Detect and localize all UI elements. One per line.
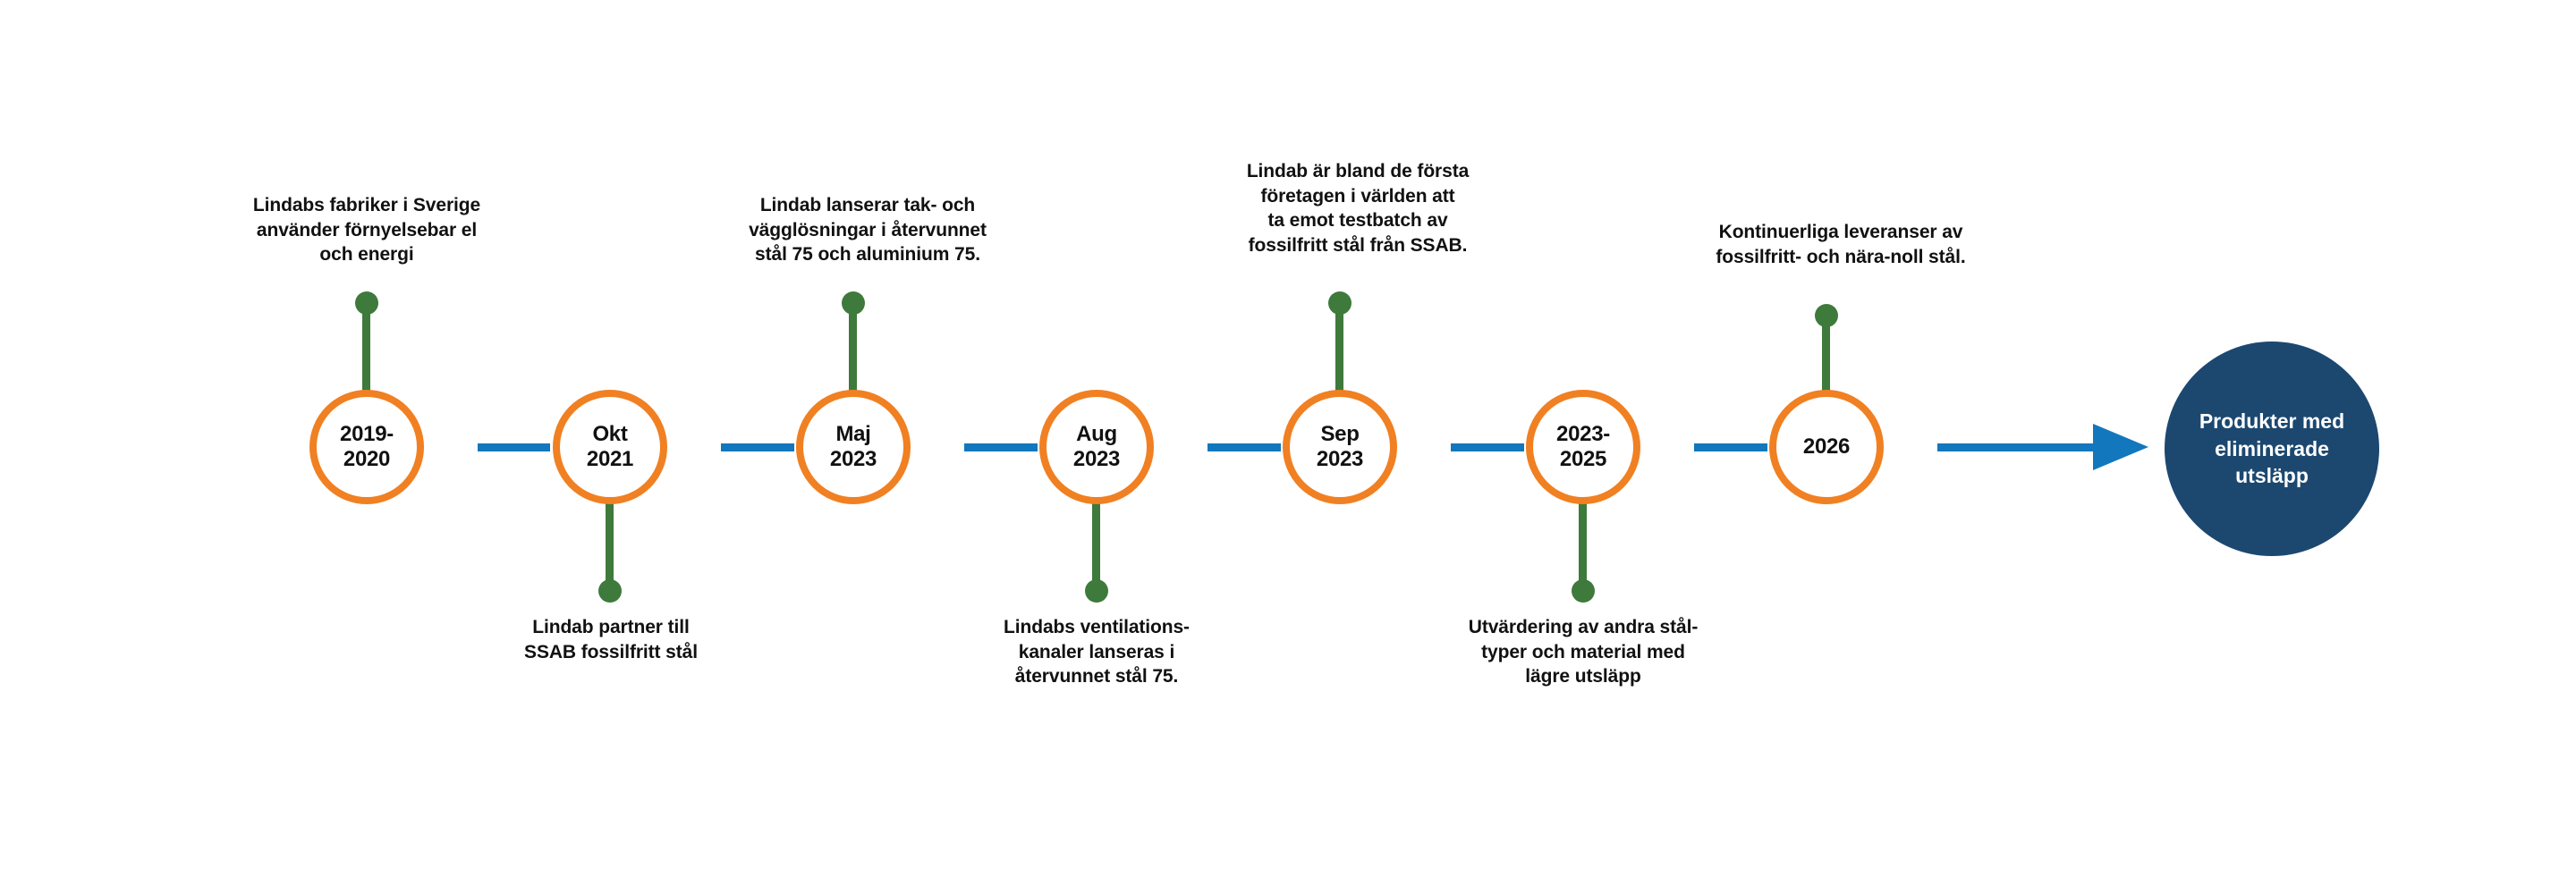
milestone-node-sep-2023[interactable]: Sep 2023 — [1283, 390, 1397, 504]
axis-segment-1 — [478, 443, 550, 451]
milestone-caption-okt-2021: Lindab partner till SSAB fossilfritt stå… — [409, 615, 813, 664]
caption-line: företagen i världen att — [1260, 185, 1455, 207]
caption-line: vägglösningar i återvunnet — [749, 219, 987, 240]
axis-segment-4 — [1208, 443, 1281, 451]
stem-aug-2023 — [1092, 497, 1100, 590]
node-label-line: 2026 — [1802, 434, 1851, 459]
stem-okt-2021 — [606, 497, 614, 590]
caption-line: ta emot testbatch av — [1267, 210, 1448, 232]
node-label-line: Sep — [1320, 421, 1360, 446]
stem-dot-2023-2025 — [1572, 579, 1595, 603]
milestone-caption-sep-2023: Lindab är bland de första företagen i vä… — [1134, 159, 1581, 258]
caption-line: Lindabs ventilations- — [1004, 617, 1190, 637]
milestone-node-2023-2025[interactable]: 2023- 2025 — [1526, 390, 1640, 504]
milestone-caption-maj-2023: Lindab lanserar tak- och vägglösningar i… — [644, 193, 1091, 267]
goal-label-line: utsläpp — [2235, 464, 2309, 488]
milestone-node-maj-2023[interactable]: Maj 2023 — [796, 390, 911, 504]
node-label-line: 2025 — [1559, 447, 1607, 471]
milestone-caption-aug-2023: Lindabs ventilations- kanaler lanseras i… — [894, 615, 1299, 689]
node-label-line: 2023 — [1072, 447, 1121, 471]
caption-line: lägre utsläpp — [1525, 666, 1641, 687]
stem-dot-aug-2023 — [1085, 579, 1108, 603]
stem-maj-2023 — [849, 302, 857, 397]
milestone-node-2019-2020[interactable]: 2019- 2020 — [309, 390, 424, 504]
caption-line: återvunnet stål 75. — [1014, 666, 1179, 687]
milestone-node-aug-2023[interactable]: Aug 2023 — [1039, 390, 1154, 504]
goal-bubble[interactable]: Produkter med eliminerade utsläpp — [2165, 342, 2379, 556]
node-label-line: 2021 — [586, 447, 634, 471]
caption-line: fossilfritt- och nära-noll stål. — [1716, 246, 1966, 267]
stem-dot-2026 — [1815, 304, 1838, 327]
stem-2023-2025 — [1579, 497, 1587, 590]
caption-line: typer och material med — [1481, 641, 1685, 662]
axis-segment-7 — [1937, 443, 2104, 451]
caption-line: kanaler lanseras i — [1018, 641, 1175, 662]
milestone-caption-2019-2020: Lindabs fabriker i Sverige använder förn… — [161, 193, 572, 267]
axis-segment-2 — [721, 443, 794, 451]
milestone-node-2026[interactable]: 2026 — [1769, 390, 1884, 504]
milestone-node-okt-2021[interactable]: Okt 2021 — [553, 390, 667, 504]
milestone-caption-2026: Kontinuerliga leveranser av fossilfritt-… — [1617, 220, 2064, 269]
caption-line: och energi — [319, 244, 414, 266]
caption-line: Lindab är bland de första — [1246, 161, 1470, 181]
caption-line: Utvärdering av andra stål- — [1468, 617, 1699, 637]
milestone-caption-2023-2025: Utvärdering av andra stål- typer och mat… — [1381, 615, 1785, 689]
node-label-line: 2019- — [340, 421, 394, 446]
stem-dot-maj-2023 — [842, 291, 865, 315]
node-label-line: Maj — [835, 421, 871, 446]
caption-line: fossilfritt stål från SSAB. — [1248, 235, 1468, 257]
caption-line: stål 75 och aluminium 75. — [755, 244, 980, 266]
caption-line: Kontinuerliga leveranser av — [1718, 222, 1963, 242]
node-label-line: 2023 — [1316, 447, 1364, 471]
caption-line: Lindab lanserar tak- och — [759, 195, 976, 215]
node-label-line: 2023- — [1556, 421, 1610, 446]
stem-dot-okt-2021 — [598, 579, 622, 603]
caption-line: använder förnyelsebar el — [256, 219, 478, 240]
caption-line: SSAB fossilfritt stål — [524, 641, 698, 662]
node-label-line: 2023 — [829, 447, 877, 471]
goal-label-line: eliminerade — [2215, 436, 2329, 460]
node-label-line: 2020 — [343, 447, 391, 471]
stem-2026 — [1822, 315, 1830, 397]
node-label-line: Okt — [592, 421, 628, 446]
stem-dot-2019-2020 — [355, 291, 378, 315]
stem-sep-2023 — [1335, 302, 1343, 397]
caption-line: Lindab partner till — [532, 617, 690, 637]
caption-line: Lindabs fabriker i Sverige — [252, 195, 481, 215]
node-label-line: Aug — [1076, 421, 1117, 446]
goal-label-line: Produkter med — [2199, 409, 2345, 433]
stem-dot-sep-2023 — [1328, 291, 1352, 315]
axis-segment-6 — [1694, 443, 1767, 451]
axis-segment-3 — [964, 443, 1038, 451]
axis-segment-5 — [1451, 443, 1524, 451]
axis-arrowhead-icon — [2093, 424, 2148, 470]
stem-2019-2020 — [362, 302, 370, 397]
